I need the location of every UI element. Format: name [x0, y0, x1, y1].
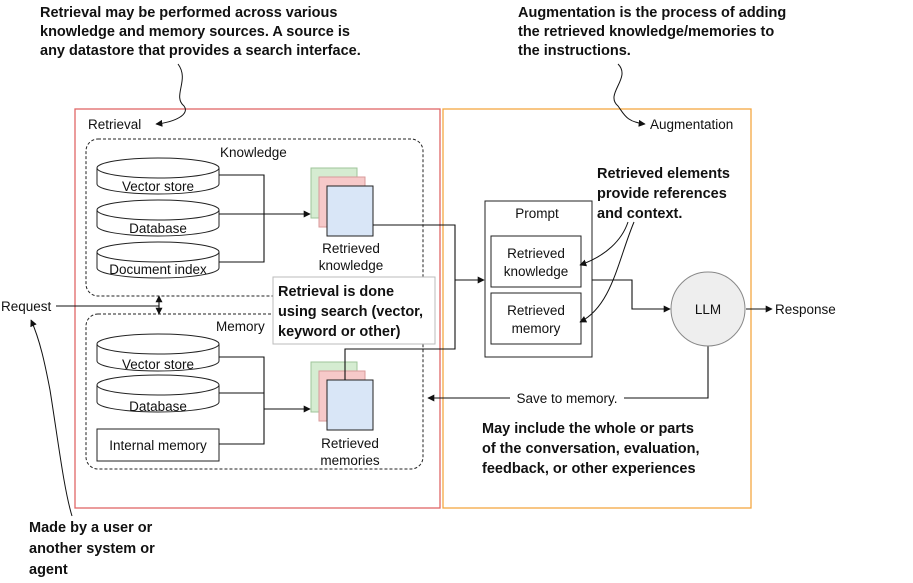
retrieved-memories-label: memories	[320, 453, 380, 468]
prompt-slot-label: Retrieved	[507, 303, 565, 318]
knowledge-title: Knowledge	[220, 145, 287, 160]
memory-source-label: Internal memory	[109, 438, 207, 453]
prompt-title: Prompt	[515, 206, 559, 221]
llm-label: LLM	[695, 302, 721, 317]
search-note-line: keyword or other)	[278, 324, 401, 340]
knowledge-source-vector-store: Vector store	[96, 157, 220, 195]
knowledge-source-label: Database	[129, 221, 187, 236]
memory-source-label: Vector store	[122, 357, 194, 372]
memory-source-internal-memory: Internal memory	[96, 428, 220, 462]
knowledge-source-database: Database	[96, 199, 220, 237]
memory-group	[85, 313, 424, 470]
response-label: Response	[775, 302, 836, 317]
elements-note-line: and context.	[597, 206, 682, 222]
save-note-line: feedback, or other experiences	[482, 461, 696, 477]
sources-note-line: knowledge and memory sources. A source i…	[40, 24, 350, 40]
prompt-slot-knowledge	[490, 235, 582, 288]
search-note-line: Retrieval is done	[278, 284, 394, 300]
knowledge-source-label: Vector store	[122, 179, 194, 194]
request-note-line: another system or	[29, 541, 155, 557]
retrieved-knowledge-label: knowledge	[319, 258, 384, 273]
save-note-line: of the conversation, evaluation,	[482, 441, 700, 457]
retrieved-memories-docs	[310, 361, 374, 431]
augmentation-note-line: the instructions.	[518, 43, 631, 59]
augmentation-title: Augmentation	[650, 117, 733, 132]
elements-note-line: provide references	[597, 186, 727, 202]
knowledge-source-document-index: Document index	[96, 241, 220, 279]
memory-source-vector-store: Vector store	[96, 333, 220, 372]
retrieved-knowledge-docs	[310, 167, 374, 237]
prompt-slot-label: Retrieved	[507, 246, 565, 261]
memory-source-database: Database	[96, 374, 220, 414]
retrieval-panel	[74, 108, 441, 509]
knowledge-group	[85, 138, 424, 297]
search-note-box	[272, 276, 436, 345]
sources-note-line: Retrieval may be performed across variou…	[40, 5, 337, 21]
augmentation-note-line: Augmentation is the process of adding	[518, 5, 786, 21]
prompt-slot-label: knowledge	[504, 264, 569, 279]
save-note-line: May include the whole or parts	[482, 421, 694, 437]
request-note-line: agent	[29, 562, 68, 578]
save-to-memory-label: Save to memory.	[516, 391, 617, 406]
sources-note-line: any datastore that provides a search int…	[40, 43, 361, 59]
retrieval-title: Retrieval	[88, 117, 141, 132]
llm-node	[670, 271, 746, 347]
memory-source-label: Database	[129, 399, 187, 414]
prompt-slot-memory	[490, 292, 582, 345]
knowledge-source-label: Document index	[109, 262, 207, 277]
request-label: Request	[1, 299, 52, 314]
augmentation-note-line: the retrieved knowledge/memories to	[518, 24, 774, 40]
prompt-slot-label: memory	[512, 321, 561, 336]
elements-note-line: Retrieved elements	[597, 166, 730, 182]
memory-title: Memory	[216, 319, 265, 334]
request-note-line: Made by a user or	[29, 520, 153, 536]
search-note-line: using search (vector,	[278, 304, 423, 320]
retrieved-memories-label: Retrieved	[321, 436, 379, 451]
retrieved-knowledge-label: Retrieved	[322, 241, 380, 256]
